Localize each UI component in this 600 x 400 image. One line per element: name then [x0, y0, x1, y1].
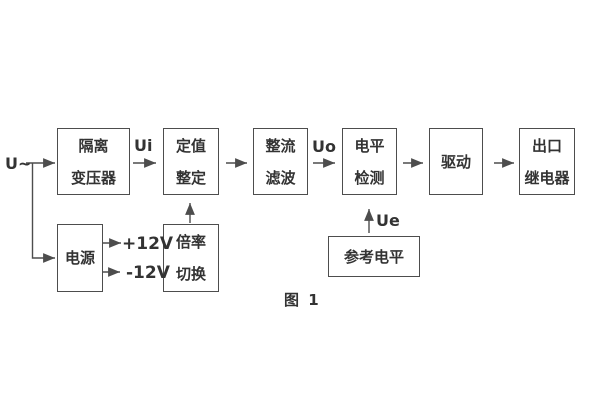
block-label: 整流: [265, 136, 296, 155]
block-label: 出口: [531, 136, 562, 155]
block-label: 切换: [175, 265, 206, 283]
block-isolation-transformer: 隔离 变压器: [57, 128, 130, 195]
block-label: 电平: [354, 136, 385, 155]
block-output-relay: 出口 继电器: [519, 128, 575, 195]
figure-caption: 图 1: [284, 291, 321, 309]
label-input-voltage: U~: [5, 154, 32, 173]
block-label: 电源: [64, 249, 95, 267]
block-label: 检测: [354, 168, 385, 187]
block-label: 定值: [175, 136, 206, 155]
block-label: 驱动: [440, 152, 471, 171]
block-rectifier-filter: 整流 滤波: [253, 128, 308, 195]
block-label: 参考电平: [343, 247, 404, 266]
label-ui: Ui: [134, 136, 153, 155]
block-label: 倍率: [175, 233, 206, 251]
block-reference-level: 参考电平: [328, 236, 420, 277]
block-drive: 驱动: [429, 128, 483, 195]
label-minus-12v: -12V: [126, 263, 170, 283]
label-ue: Ue: [376, 211, 400, 230]
block-label: 整定: [175, 168, 206, 187]
block-ratio-switch: 倍率 切换: [163, 224, 219, 292]
connector-input-to-power: [31, 163, 55, 263]
block-setting-adjust: 定值 整定: [163, 128, 219, 195]
block-level-detection: 电平 检测: [342, 128, 397, 195]
block-power-supply: 电源: [57, 224, 103, 292]
block-label: 滤波: [265, 168, 296, 187]
label-plus-12v: +12V: [122, 234, 174, 254]
label-uo: Uo: [312, 137, 336, 156]
block-label: 继电器: [524, 168, 570, 187]
block-label: 变压器: [70, 168, 116, 187]
block-label: 隔离: [78, 136, 109, 155]
